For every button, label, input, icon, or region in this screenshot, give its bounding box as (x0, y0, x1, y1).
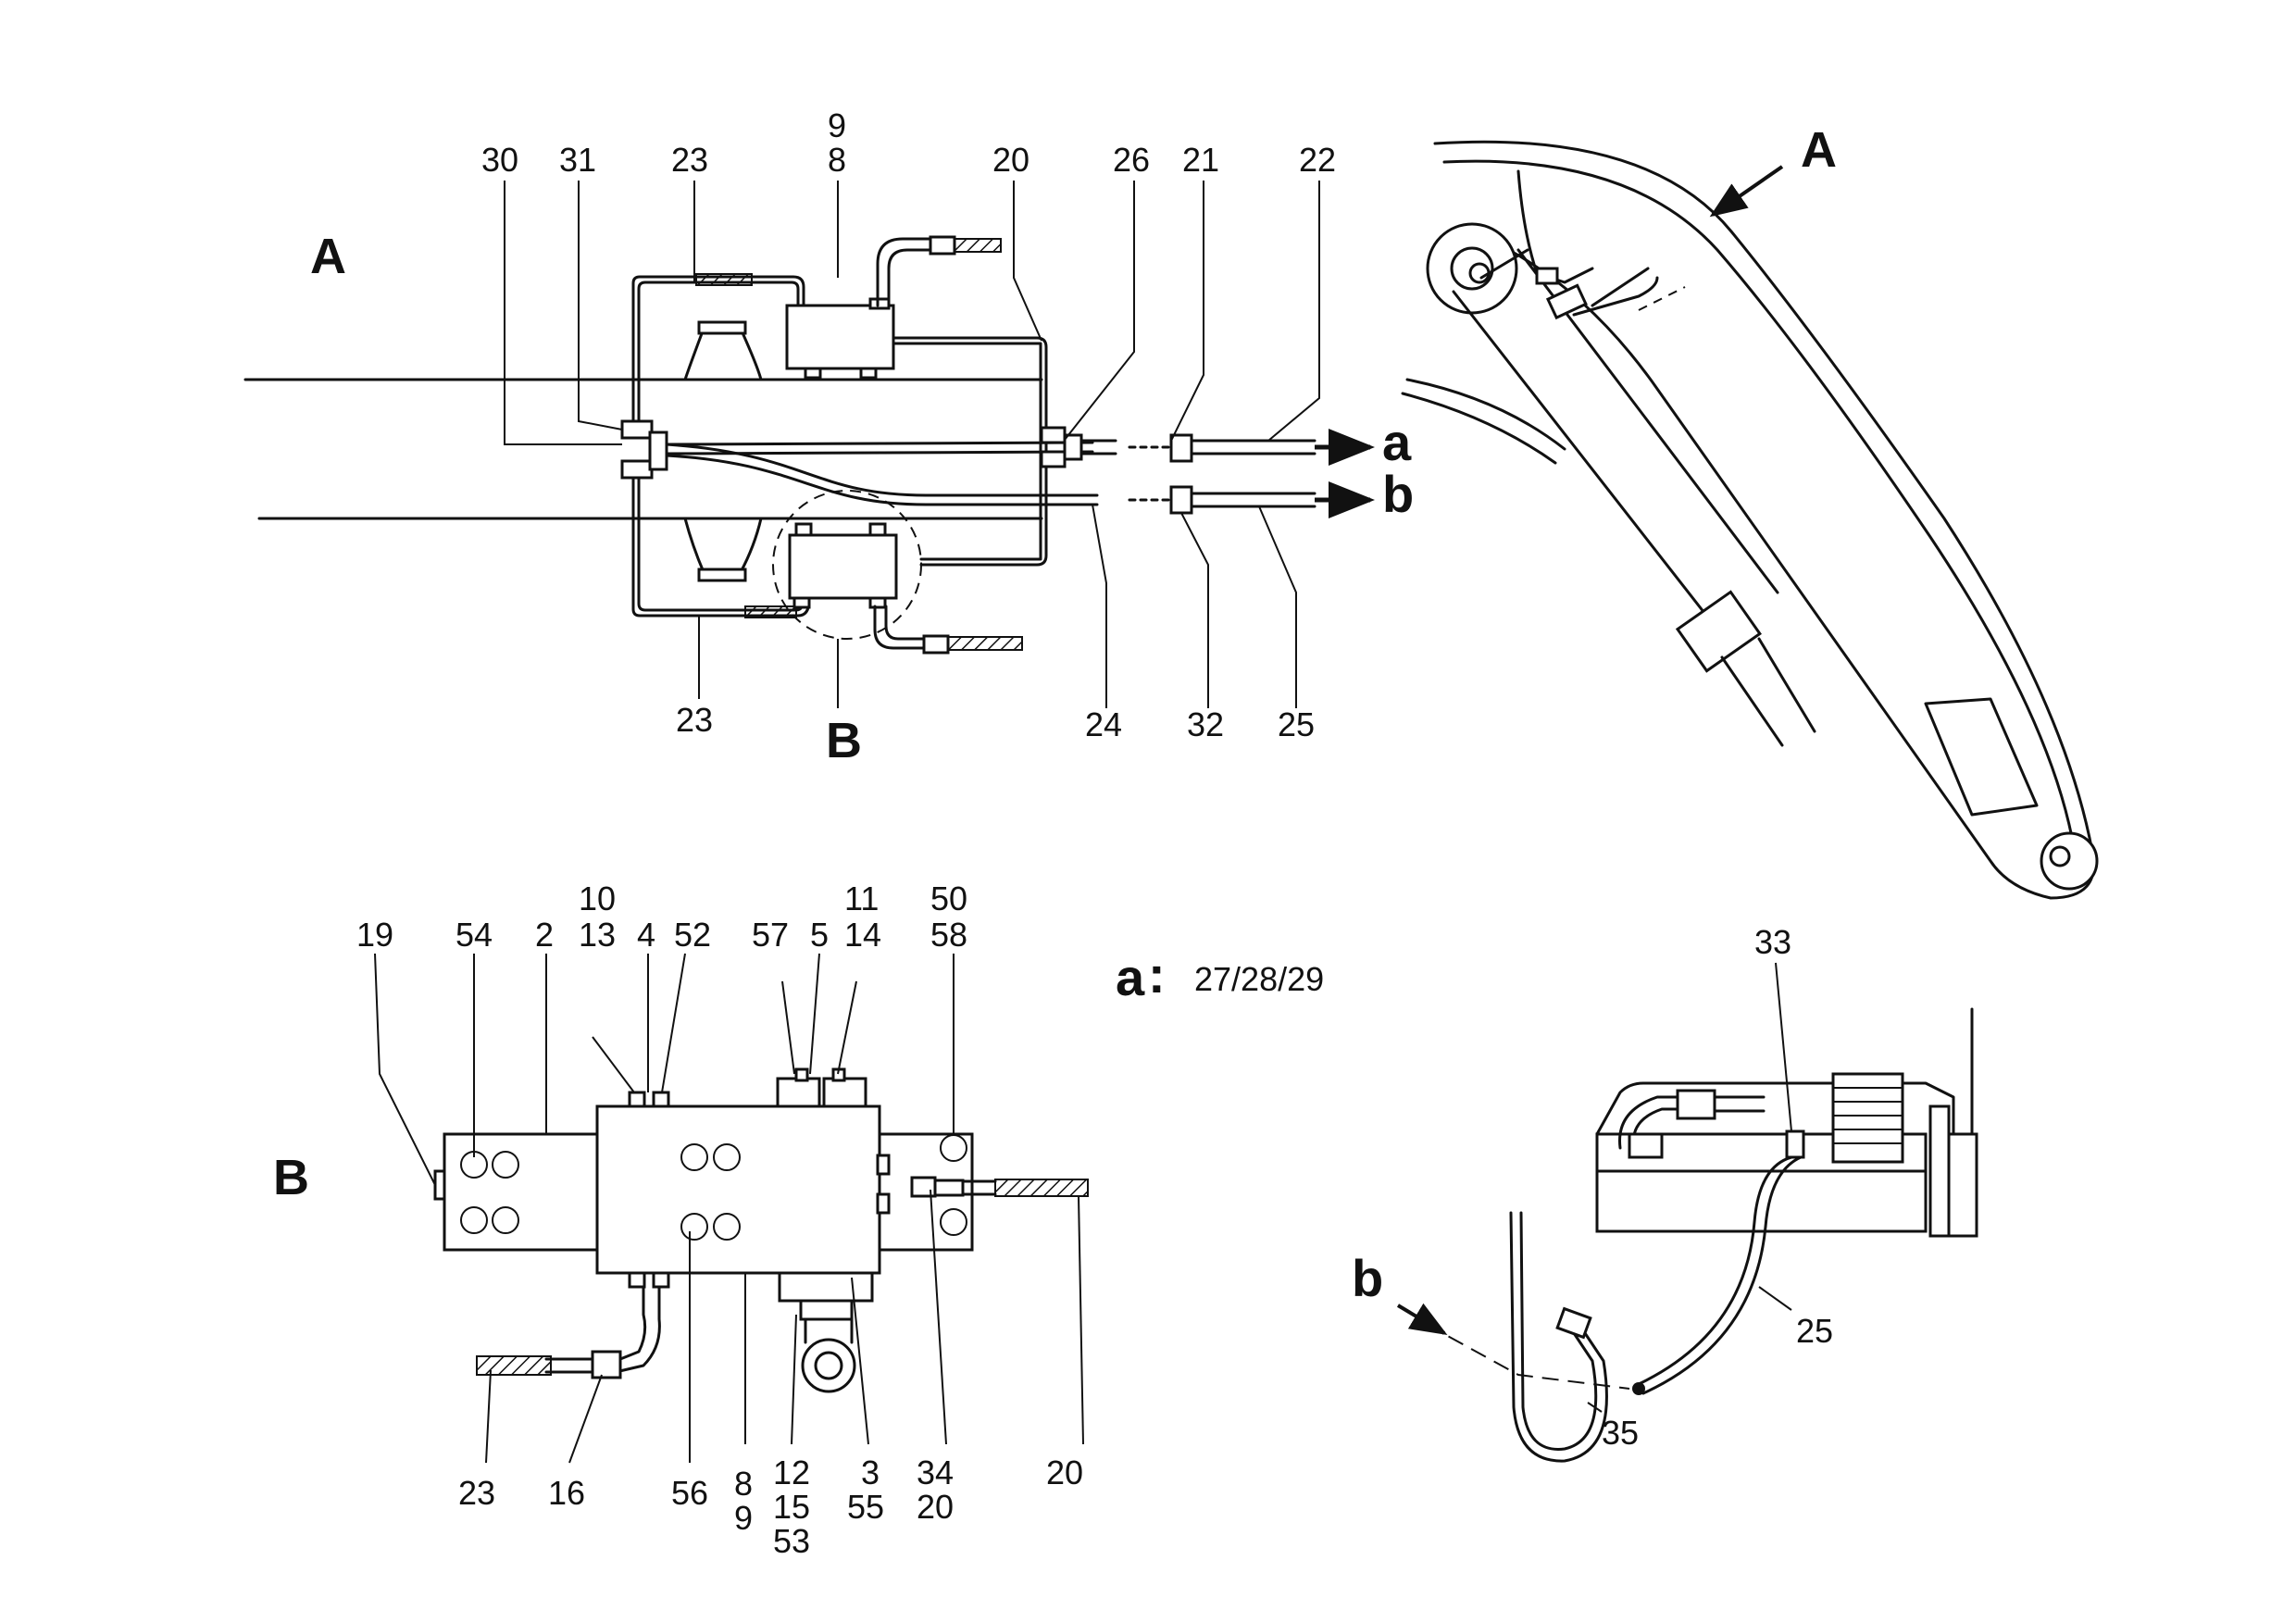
callout-19: 19 (356, 916, 393, 954)
callout-5: 5 (810, 916, 829, 954)
callout-14: 14 (844, 916, 881, 954)
boom-view: A (1401, 122, 2099, 900)
solenoid-57 (776, 1077, 821, 1108)
callout-8: 8 (828, 141, 846, 179)
callout-23-detail: 23 (458, 1474, 495, 1512)
callout-54: 54 (455, 916, 493, 954)
tank-b-label: b (1352, 1249, 1383, 1307)
detail-b-label: B (273, 1150, 309, 1205)
legend-values: 27/28/29 (1194, 960, 1324, 998)
callout-10: 10 (579, 880, 616, 917)
hose-sleeve-upper (695, 273, 753, 286)
pulley-lower (683, 517, 763, 574)
solenoid-3 (778, 1271, 874, 1303)
view-a-arrow (1709, 165, 1784, 218)
callout-57: 57 (752, 916, 789, 954)
elbow-16 (591, 1350, 622, 1379)
callout-16: 16 (548, 1474, 585, 1512)
fitting-26 (1040, 426, 1067, 444)
solenoid-5 (822, 1077, 867, 1108)
hose-22 (1190, 439, 1316, 455)
callout-2: 2 (535, 916, 554, 954)
callout-32: 32 (1187, 705, 1224, 743)
detail-b-circle (772, 490, 922, 640)
pipe-23-upper (637, 281, 800, 435)
detail-b-marker: B (826, 713, 862, 768)
hose-25-tank (1637, 1155, 1793, 1386)
callout-53: 53 (773, 1522, 810, 1560)
callout-20-detail-b: 20 (1046, 1454, 1083, 1491)
callout-12: 12 (773, 1454, 810, 1491)
legend-separator: : (1148, 945, 1166, 1004)
hose-23-detail (476, 1355, 552, 1376)
callout-22: 22 (1299, 141, 1336, 179)
callout-31: 31 (559, 141, 596, 179)
bracket-35 (1519, 1211, 1598, 1451)
hose-sleeve-lower (744, 605, 797, 618)
fitting-33 (1785, 1129, 1805, 1159)
callout-13: 13 (579, 916, 616, 954)
outlet-b-label: b (1382, 465, 1414, 523)
tank-b-arrow (1396, 1303, 1448, 1336)
callout-15: 15 (773, 1488, 810, 1526)
callout-33: 33 (1754, 923, 1791, 961)
view-a-label: A (310, 229, 346, 284)
legend-a: a : 27/28/29 (1116, 945, 1324, 1006)
pulley-upper (683, 327, 763, 381)
callout-20-detail-a: 20 (917, 1488, 954, 1526)
block-2 (443, 1132, 599, 1252)
callout-56: 56 (671, 1474, 708, 1512)
line-24 (665, 443, 1099, 497)
boom-cylinder (1452, 248, 1779, 631)
tank-view: b 33 25 35 (1352, 923, 1978, 1463)
valve-block-lower (788, 533, 898, 600)
valve-block-upper (785, 304, 895, 370)
outlet-a-label: a (1382, 413, 1412, 471)
callout-9: 9 (828, 106, 846, 144)
callout-55: 55 (847, 1488, 884, 1526)
legend-prefix: a (1116, 948, 1145, 1006)
callout-23-top: 23 (671, 141, 708, 179)
coupling-32 (1169, 485, 1193, 515)
callout-52: 52 (674, 916, 711, 954)
callout-20: 20 (992, 141, 1029, 179)
coupling-21 (1169, 433, 1193, 463)
hose-upper (887, 248, 937, 307)
fitting-30 (620, 459, 654, 480)
hose-lower (873, 605, 928, 650)
callout-9-detail: 9 (734, 1499, 753, 1537)
hose-20-detail (994, 1179, 1089, 1197)
boom-outline (1433, 140, 2095, 900)
callout-25-top: 25 (1278, 705, 1315, 743)
tee-fitting (648, 430, 668, 471)
callout-58: 58 (930, 916, 967, 954)
callout-3: 3 (861, 1454, 880, 1491)
callout-35: 35 (1602, 1414, 1639, 1452)
callout-23-bottom: 23 (676, 701, 713, 739)
callout-50: 50 (930, 880, 967, 917)
hose-25 (1190, 492, 1316, 508)
valve-block-main (595, 1104, 881, 1275)
callout-11: 11 (844, 880, 879, 917)
callout-26: 26 (1113, 141, 1150, 179)
callout-34: 34 (917, 1454, 954, 1491)
callout-25-tank: 25 (1796, 1312, 1833, 1350)
boom-view-label: A (1801, 122, 1837, 178)
callout-21: 21 (1182, 141, 1219, 179)
callout-24: 24 (1085, 705, 1122, 743)
fitting-31 (620, 419, 654, 440)
callout-30: 30 (481, 141, 518, 179)
callout-8-detail: 8 (734, 1465, 753, 1503)
callout-4: 4 (637, 916, 655, 954)
detail-b-view: B (273, 880, 1089, 1560)
view-a-layout: A (243, 106, 1414, 768)
